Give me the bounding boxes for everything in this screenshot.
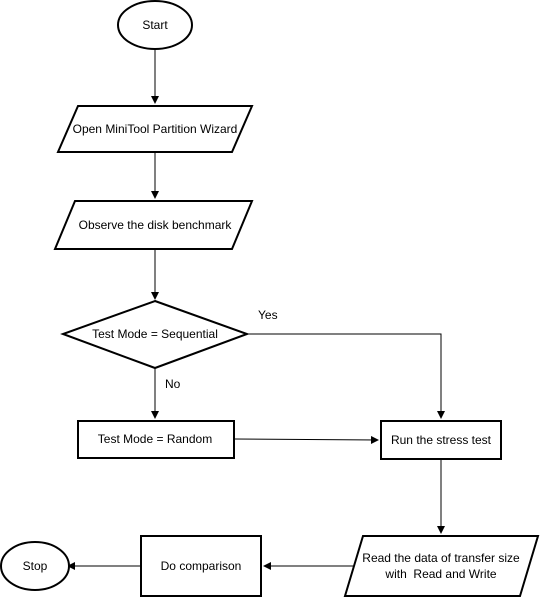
edge-decision-yes-to-stress — [247, 333, 445, 419]
node-open-wizard: Open MiniTool Partition Wizard — [56, 105, 254, 153]
decision-label: Test Mode = Sequential — [92, 327, 218, 341]
node-stress: Run the stress test — [380, 420, 502, 460]
random-rect — [77, 420, 235, 459]
node-stop: Stop — [0, 541, 70, 591]
start-label: Start — [142, 18, 168, 32]
node-decision: Test Mode = Sequential — [60, 299, 250, 370]
open-wizard-label: Open MiniTool Partition Wizard — [73, 122, 238, 136]
stop-label: Stop — [23, 559, 48, 573]
decision-diamond — [60, 299, 250, 370]
observe-label: Observe the disk benchmark — [79, 218, 233, 232]
stress-label: Run the stress test — [391, 433, 492, 447]
compare-rect — [140, 535, 262, 597]
observe-parallelogram — [53, 200, 254, 250]
read-data-label-line1: Read the data of transfer size — [362, 551, 520, 565]
node-compare: Do comparison — [140, 535, 262, 597]
stress-rect — [380, 420, 502, 460]
random-label: Test Mode = Random — [98, 432, 212, 446]
node-observe: Observe the disk benchmark — [53, 200, 254, 250]
edge-random-to-stress — [233, 435, 379, 444]
stop-ellipse — [0, 541, 70, 591]
node-random: Test Mode = Random — [77, 420, 235, 459]
node-read-data: Read the data of transfer size with Read… — [343, 535, 540, 597]
edge-label-no: No — [165, 377, 181, 391]
read-data-parallelogram — [343, 535, 540, 597]
read-data-label-line2: with Read and Write — [384, 567, 496, 581]
edges — [67, 50, 445, 570]
start-ellipse — [117, 0, 193, 50]
edge-label-yes: Yes — [258, 308, 278, 322]
node-start: Start — [117, 0, 193, 50]
open-wizard-parallelogram — [56, 105, 254, 153]
compare-label: Do comparison — [161, 559, 242, 573]
